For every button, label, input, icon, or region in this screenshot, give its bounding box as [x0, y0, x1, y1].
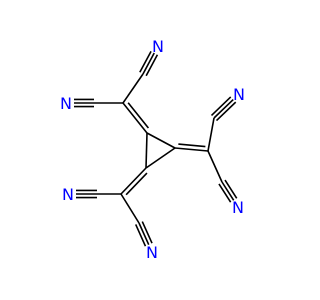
nitrogen-label-top-left: N — [60, 94, 72, 113]
atom-label-layer: N N N N N N — [60, 37, 245, 262]
bond-layer — [74, 50, 238, 247]
ring-bond-top-right — [146, 132, 176, 149]
triple-bond-right-down-lower — [224, 179, 238, 199]
molecule-diagram: N N N N N N — [0, 0, 300, 300]
exo-double-bond-bottom-inner — [125, 172, 148, 196]
bond-bottom-to-nitrile-down — [120, 193, 140, 224]
nitrogen-label-right-down: N — [232, 198, 244, 217]
bond-right-to-nitrile-down — [207, 150, 223, 183]
nitrogen-label-top-up: N — [152, 37, 164, 56]
exo-double-bond-top-inner — [127, 102, 150, 129]
exo-double-bond-top — [122, 102, 148, 134]
ring-bond-right-bottom — [145, 147, 176, 169]
exo-double-bond-right-inner — [178, 143, 206, 148]
triple-bond-right-down — [221, 181, 235, 201]
triple-bond-top-up-lower — [139, 50, 152, 73]
triple-bond-right-down-upper — [218, 183, 232, 203]
triple-bond-right-up-lower — [210, 96, 232, 116]
triple-bond-top-up — [142, 52, 155, 75]
structure-canvas: N N N N N N — [0, 0, 300, 300]
bond-right-to-nitrile-up — [207, 117, 215, 152]
canvas-background — [0, 0, 300, 300]
triple-bond-right-up-upper — [215, 101, 237, 122]
exo-double-bond-bottom — [120, 167, 147, 195]
ring-bond-bottom-top — [145, 132, 148, 169]
triple-bond-bottom-down-lower — [141, 221, 153, 244]
exo-double-bond-right — [174, 147, 209, 152]
bond-top-to-nitrile-up — [122, 73, 144, 104]
nitrogen-label-right-up: N — [233, 85, 245, 104]
nitrogen-label-bottom-down: N — [146, 243, 158, 262]
triple-bond-top-up-upper — [145, 54, 159, 77]
triple-bond-bottom-down-upper — [134, 224, 147, 247]
triple-bond-right-up — [213, 98, 234, 119]
nitrogen-label-bottom-left: N — [62, 185, 74, 204]
triple-bond-bottom-down — [138, 222, 150, 246]
